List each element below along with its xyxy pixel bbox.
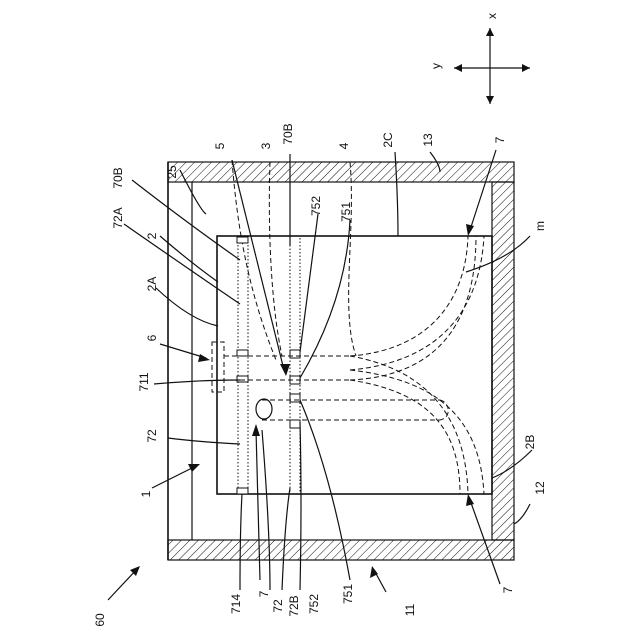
- label-70B-top: 70B: [281, 123, 295, 144]
- label-12: 12: [533, 481, 547, 495]
- part-6-box: [212, 342, 224, 392]
- label-751-top: 751: [339, 202, 353, 222]
- label-7-bottom-left: 7: [257, 590, 271, 597]
- label-72B: 72B: [287, 595, 301, 616]
- label-70B-left: 70B: [111, 167, 125, 188]
- label-2B: 2B: [523, 435, 537, 450]
- label-m: m: [533, 221, 547, 231]
- label-714: 714: [229, 594, 243, 614]
- bar-72B: [290, 238, 300, 494]
- label-4: 4: [337, 142, 351, 149]
- arrows: [108, 150, 500, 600]
- label-72A: 72A: [111, 207, 125, 228]
- label-7-top: 7: [493, 136, 507, 143]
- label-2: 2: [145, 232, 159, 239]
- leader-lines: [124, 152, 532, 590]
- label-711: 711: [137, 372, 151, 391]
- unit-body: [217, 236, 492, 494]
- axis-y-label: y: [429, 63, 443, 69]
- label-2A: 2A: [145, 277, 159, 292]
- label-11: 11: [403, 603, 417, 616]
- label-751-bottom: 751: [341, 584, 355, 604]
- axis-cross: x y: [429, 13, 530, 104]
- reference-curves: [232, 160, 356, 360]
- label-72-bottom: 72: [271, 599, 285, 613]
- label-5: 5: [213, 142, 227, 149]
- label-25: 25: [165, 165, 179, 179]
- label-6: 6: [145, 334, 159, 341]
- label-752-bottom: 752: [307, 594, 321, 614]
- label-2C: 2C: [381, 132, 395, 148]
- label-13: 13: [421, 133, 435, 147]
- label-60: 60: [93, 613, 107, 627]
- label-1: 1: [139, 490, 153, 497]
- label-7-bottom-right: 7: [501, 586, 515, 593]
- pipes: [224, 236, 484, 494]
- label-752-top: 752: [309, 196, 323, 216]
- axis-x-label: x: [485, 13, 499, 19]
- label-3: 3: [259, 142, 273, 149]
- label-72-left: 72: [145, 429, 159, 443]
- bar-72: [237, 237, 248, 494]
